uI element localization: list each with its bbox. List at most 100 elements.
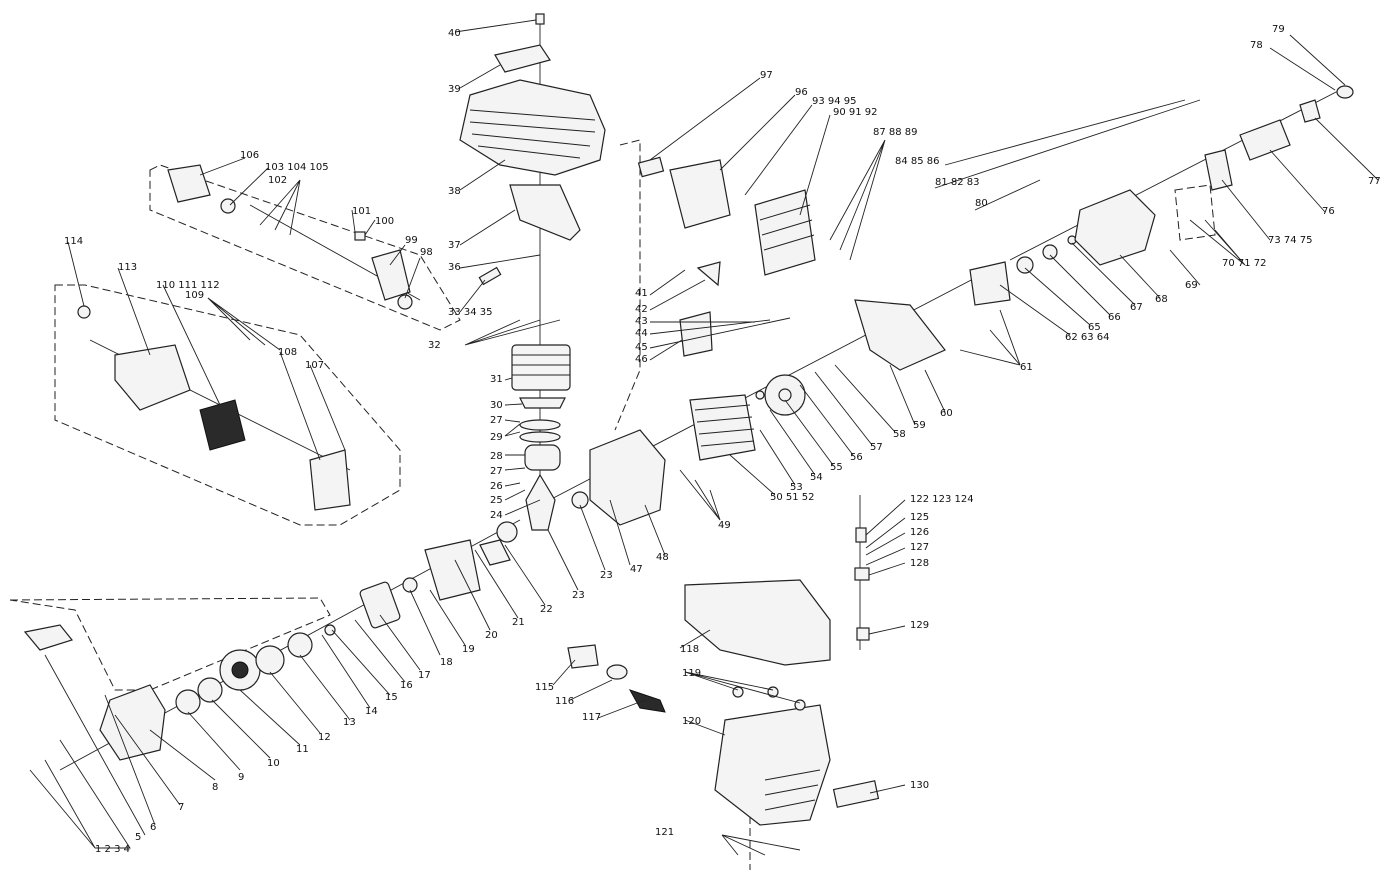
part-labels: 1 2 3 4 5 6 7 8 9 10 11 12 13 14 15 16 1… [64, 24, 1381, 855]
part-label: 41 [635, 288, 648, 299]
part-label: 129 [910, 620, 929, 631]
part-label: 55 [830, 462, 843, 473]
part-label: 17 [418, 670, 431, 681]
part-label: 39 [448, 84, 461, 95]
part-label: 40 [448, 28, 461, 39]
part-label: 101 [352, 206, 371, 217]
part-label: 42 [635, 304, 648, 315]
part-label: 31 [490, 374, 503, 385]
part-label: 65 [1088, 322, 1101, 333]
part-label: 127 [910, 542, 929, 553]
part-label: 43 [635, 316, 648, 327]
part-label: 44 [635, 328, 648, 339]
part-label: 22 [540, 604, 553, 615]
part-label: 14 [365, 706, 378, 717]
part-label: 27 [490, 466, 503, 477]
part-label: 23 [600, 570, 613, 581]
part-label: 128 [910, 558, 929, 569]
part-label: 116 [555, 696, 574, 707]
part-label: 1 2 3 4 [95, 844, 130, 855]
part-label: 102 [268, 175, 287, 186]
part-label: 84 85 86 [895, 156, 940, 167]
part-label: 103 104 105 [265, 162, 329, 173]
part-label: 59 [913, 420, 926, 431]
part-label: 67 [1130, 302, 1143, 313]
carburetor-icon [167, 164, 413, 310]
part-label: 81 82 83 [935, 177, 980, 188]
part-label: 47 [630, 564, 643, 575]
part-label: 100 [375, 216, 394, 227]
part-label: 60 [940, 408, 953, 419]
part-label: 121 [655, 827, 674, 838]
part-label: 53 [790, 482, 803, 493]
part-label: 25 [490, 495, 503, 506]
air-filter-icon [77, 305, 351, 511]
part-label: 126 [910, 527, 929, 538]
part-label: 19 [462, 644, 475, 655]
part-label: 57 [870, 442, 883, 453]
part-label: 9 [238, 772, 244, 783]
part-label: 11 [296, 744, 309, 755]
part-label: 70 71 72 [1222, 258, 1267, 269]
part-label: 80 [975, 198, 988, 209]
part-label: 38 [448, 186, 461, 197]
part-label: 23 [572, 590, 585, 601]
part-label: 29 [490, 432, 503, 443]
part-label: 61 [1020, 362, 1033, 373]
part-label: 78 [1250, 40, 1263, 51]
part-label: 119 [682, 668, 701, 679]
flywheel-icon [689, 299, 946, 461]
part-label: 76 [1322, 206, 1335, 217]
part-label: 115 [535, 682, 554, 693]
part-label: 68 [1155, 294, 1168, 305]
part-label: 10 [267, 758, 280, 769]
part-label: 45 [635, 342, 648, 353]
part-label: 114 [64, 236, 83, 247]
part-label: 37 [448, 240, 461, 251]
part-label: 27 [490, 415, 503, 426]
part-shapes [23, 13, 1354, 826]
part-label: 6 [150, 822, 156, 833]
part-label: 90 91 92 [833, 107, 878, 118]
part-label: 30 [490, 400, 503, 411]
part-label: 110 111 112 [156, 280, 220, 291]
part-label: 73 74 75 [1268, 235, 1313, 246]
part-label: 32 [428, 340, 441, 351]
part-label: 20 [485, 630, 498, 641]
part-label: 26 [490, 481, 503, 492]
part-label: 15 [385, 692, 398, 703]
part-label: 120 [682, 716, 701, 727]
part-label: 58 [893, 429, 906, 440]
part-label: 108 [278, 347, 297, 358]
part-label: 16 [400, 680, 413, 691]
part-label: 46 [635, 354, 648, 365]
leader-lines [29, 19, 1379, 856]
cylinder-icon [459, 13, 606, 531]
part-label: 106 [240, 150, 259, 161]
part-label: 13 [343, 717, 356, 728]
part-label: 130 [910, 780, 929, 791]
part-label: 93 94 95 [812, 96, 857, 107]
part-label: 28 [490, 451, 503, 462]
part-label: 125 [910, 512, 929, 523]
part-label: 5 [135, 832, 141, 843]
part-label: 99 [405, 235, 418, 246]
part-label: 122 123 124 [910, 494, 974, 505]
part-label: 50 51 52 [770, 492, 815, 503]
part-label: 69 [1185, 280, 1198, 291]
part-label: 117 [582, 712, 601, 723]
muffler-icon [637, 156, 816, 357]
recoil-starter-icon [23, 539, 481, 761]
shaft-housing-icon [1204, 85, 1354, 191]
part-label: 33 34 35 [448, 307, 493, 318]
part-label: 87 88 89 [873, 127, 918, 138]
part-label: 79 [1272, 24, 1285, 35]
fuel-tank-icon [567, 579, 880, 826]
part-label: 54 [810, 472, 823, 483]
part-label: 109 [185, 290, 204, 301]
part-label: 56 [850, 452, 863, 463]
part-label: 21 [512, 617, 525, 628]
part-label: 113 [118, 262, 137, 273]
part-label: 8 [212, 782, 218, 793]
